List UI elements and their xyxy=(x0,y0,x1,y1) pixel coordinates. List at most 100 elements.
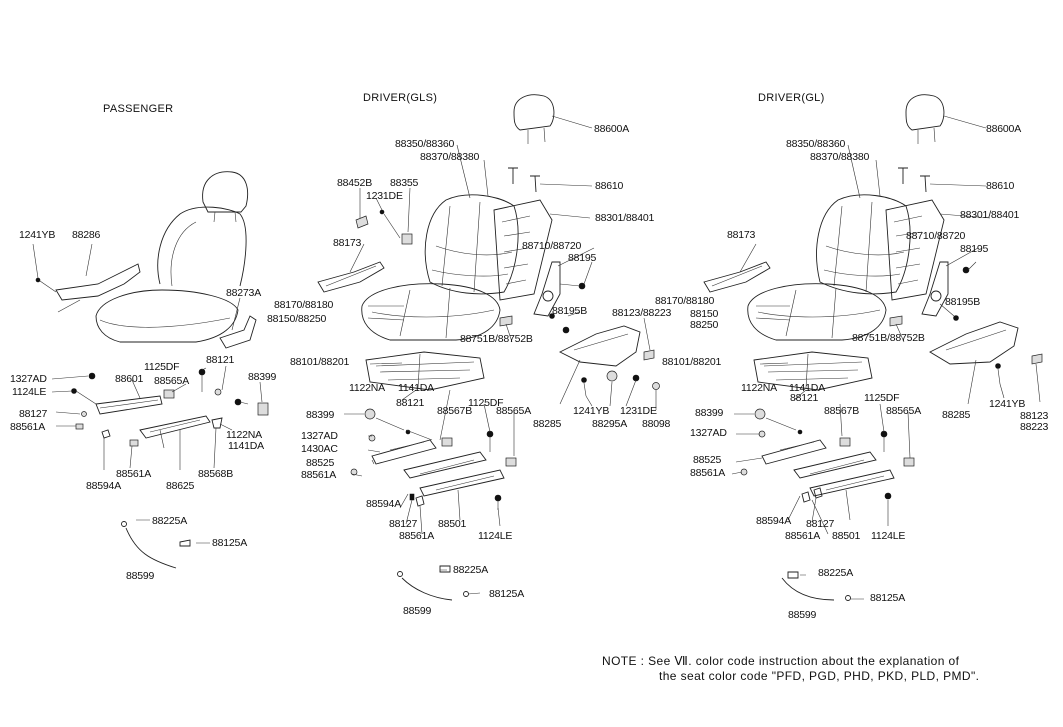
part-label: 88123 xyxy=(1020,410,1049,422)
part-label: 88600A xyxy=(594,123,630,135)
part-label: 1241YB xyxy=(989,398,1026,410)
part-label: 88121 xyxy=(396,397,425,409)
part-label: 88101/88201 xyxy=(290,356,350,368)
part-label: 88301/88401 xyxy=(595,212,655,224)
part-label: 88561A xyxy=(785,530,821,542)
part-label: 1122NA xyxy=(349,382,385,394)
part-label: 88501 xyxy=(832,530,861,542)
part-label: 88195B xyxy=(945,296,981,308)
part-label: 1125DF xyxy=(864,392,900,404)
part-label: 1327AD xyxy=(301,430,338,442)
part-label: 88285 xyxy=(942,409,971,421)
note-line-1: NOTE : See Ⅶ. color code instruction abo… xyxy=(602,654,960,668)
part-label: 88370/88380 xyxy=(420,151,480,163)
section-title-driver-gls: DRIVER(GLS) xyxy=(363,92,438,104)
part-label: 1241YB xyxy=(19,229,56,241)
part-label: 88370/88380 xyxy=(810,151,870,163)
part-label: 88101/88201 xyxy=(662,356,722,368)
part-label: 88125A xyxy=(489,588,525,600)
part-label: 88250 xyxy=(690,319,719,331)
part-label: 88195B xyxy=(552,305,588,317)
part-label: 88301/88401 xyxy=(960,209,1020,221)
part-label: 1141DA xyxy=(228,440,264,452)
part-label: 88150/88250 xyxy=(267,313,327,325)
driver-gls-seat-assembly xyxy=(317,94,660,601)
section-title-passenger: PASSENGER xyxy=(103,103,174,115)
part-label: 88565A xyxy=(154,375,190,387)
part-label: 88567B xyxy=(437,405,473,417)
part-label: 88561A xyxy=(399,530,435,542)
part-label: 1327AD xyxy=(690,427,727,439)
part-label: 1122NA xyxy=(226,429,262,441)
part-label: 88273A xyxy=(226,287,262,299)
part-label: 88350/88360 xyxy=(786,138,846,150)
part-label: 88173 xyxy=(333,237,362,249)
part-label: 88600A xyxy=(986,123,1022,135)
part-label: 88225A xyxy=(453,564,489,576)
part-label: 88567B xyxy=(824,405,860,417)
part-label: 88599 xyxy=(403,605,432,617)
part-label: 88150 xyxy=(690,308,719,320)
part-label: 1430AC xyxy=(301,443,338,455)
part-label: 88594A xyxy=(756,515,792,527)
part-label: 88751B/88752B xyxy=(852,332,925,344)
part-label: 88350/88360 xyxy=(395,138,455,150)
part-label: 88125A xyxy=(870,592,906,604)
part-label: 1125DF xyxy=(468,397,504,409)
driver-gl-seat-assembly xyxy=(703,94,1043,601)
part-label: 88123/88223 xyxy=(612,307,672,319)
part-label: 88501 xyxy=(438,518,467,530)
part-label: 88601 xyxy=(115,373,144,385)
part-label: 1124LE xyxy=(12,386,47,398)
part-label: 88399 xyxy=(695,407,724,419)
part-label: 88710/88720 xyxy=(906,230,966,242)
part-label: 88625 xyxy=(166,480,195,492)
part-label: 1327AD xyxy=(10,373,47,385)
part-label: 88565A xyxy=(886,405,922,417)
part-label: 1241YB xyxy=(573,405,610,417)
part-label: 88452B xyxy=(337,177,373,189)
part-label: 88127 xyxy=(389,518,418,530)
part-label: 1124LE xyxy=(478,530,513,542)
part-label: 88127 xyxy=(806,518,835,530)
part-label: 88561A xyxy=(116,468,152,480)
part-label: 88561A xyxy=(690,467,726,479)
part-label: 1141DA xyxy=(789,382,825,394)
part-label: 1231DE xyxy=(620,405,657,417)
part-label: 88399 xyxy=(306,409,335,421)
part-label: 88125A xyxy=(212,537,248,549)
part-label: 88121 xyxy=(790,392,819,404)
part-label: 88170/88180 xyxy=(274,299,334,311)
part-label: 88127 xyxy=(19,408,48,420)
part-label: 88286 xyxy=(72,229,101,241)
part-label: 88599 xyxy=(126,570,155,582)
leader-lines xyxy=(32,115,1041,600)
part-label: 1141DA xyxy=(398,382,434,394)
part-label: 88568B xyxy=(198,468,234,480)
part-label: 88195 xyxy=(568,252,597,264)
part-label: 88610 xyxy=(986,180,1015,192)
part-label: 88295A xyxy=(592,418,628,430)
part-label: 88223 xyxy=(1020,421,1049,433)
section-title-driver-gl: DRIVER(GL) xyxy=(758,92,825,104)
part-label: 1124LE xyxy=(871,530,906,542)
part-label: 88594A xyxy=(86,480,122,492)
part-label: 88098 xyxy=(642,418,671,430)
part-label: 88195 xyxy=(960,243,989,255)
part-label: 88225A xyxy=(818,567,854,579)
part-label: 1122NA xyxy=(741,382,777,394)
part-label: 88565A xyxy=(496,405,532,417)
part-label: 88399 xyxy=(248,371,277,383)
part-label: 88710/88720 xyxy=(522,240,582,252)
part-label: 88355 xyxy=(390,177,419,189)
part-label: 88225A xyxy=(152,515,188,527)
part-label: 88751B/88752B xyxy=(460,333,533,345)
part-label: 88173 xyxy=(727,229,756,241)
part-label: 88285 xyxy=(533,418,562,430)
part-label: 88170/88180 xyxy=(655,295,715,307)
part-label: 88561A xyxy=(301,469,337,481)
part-label: 88525 xyxy=(693,454,722,466)
part-label: 88599 xyxy=(788,609,817,621)
